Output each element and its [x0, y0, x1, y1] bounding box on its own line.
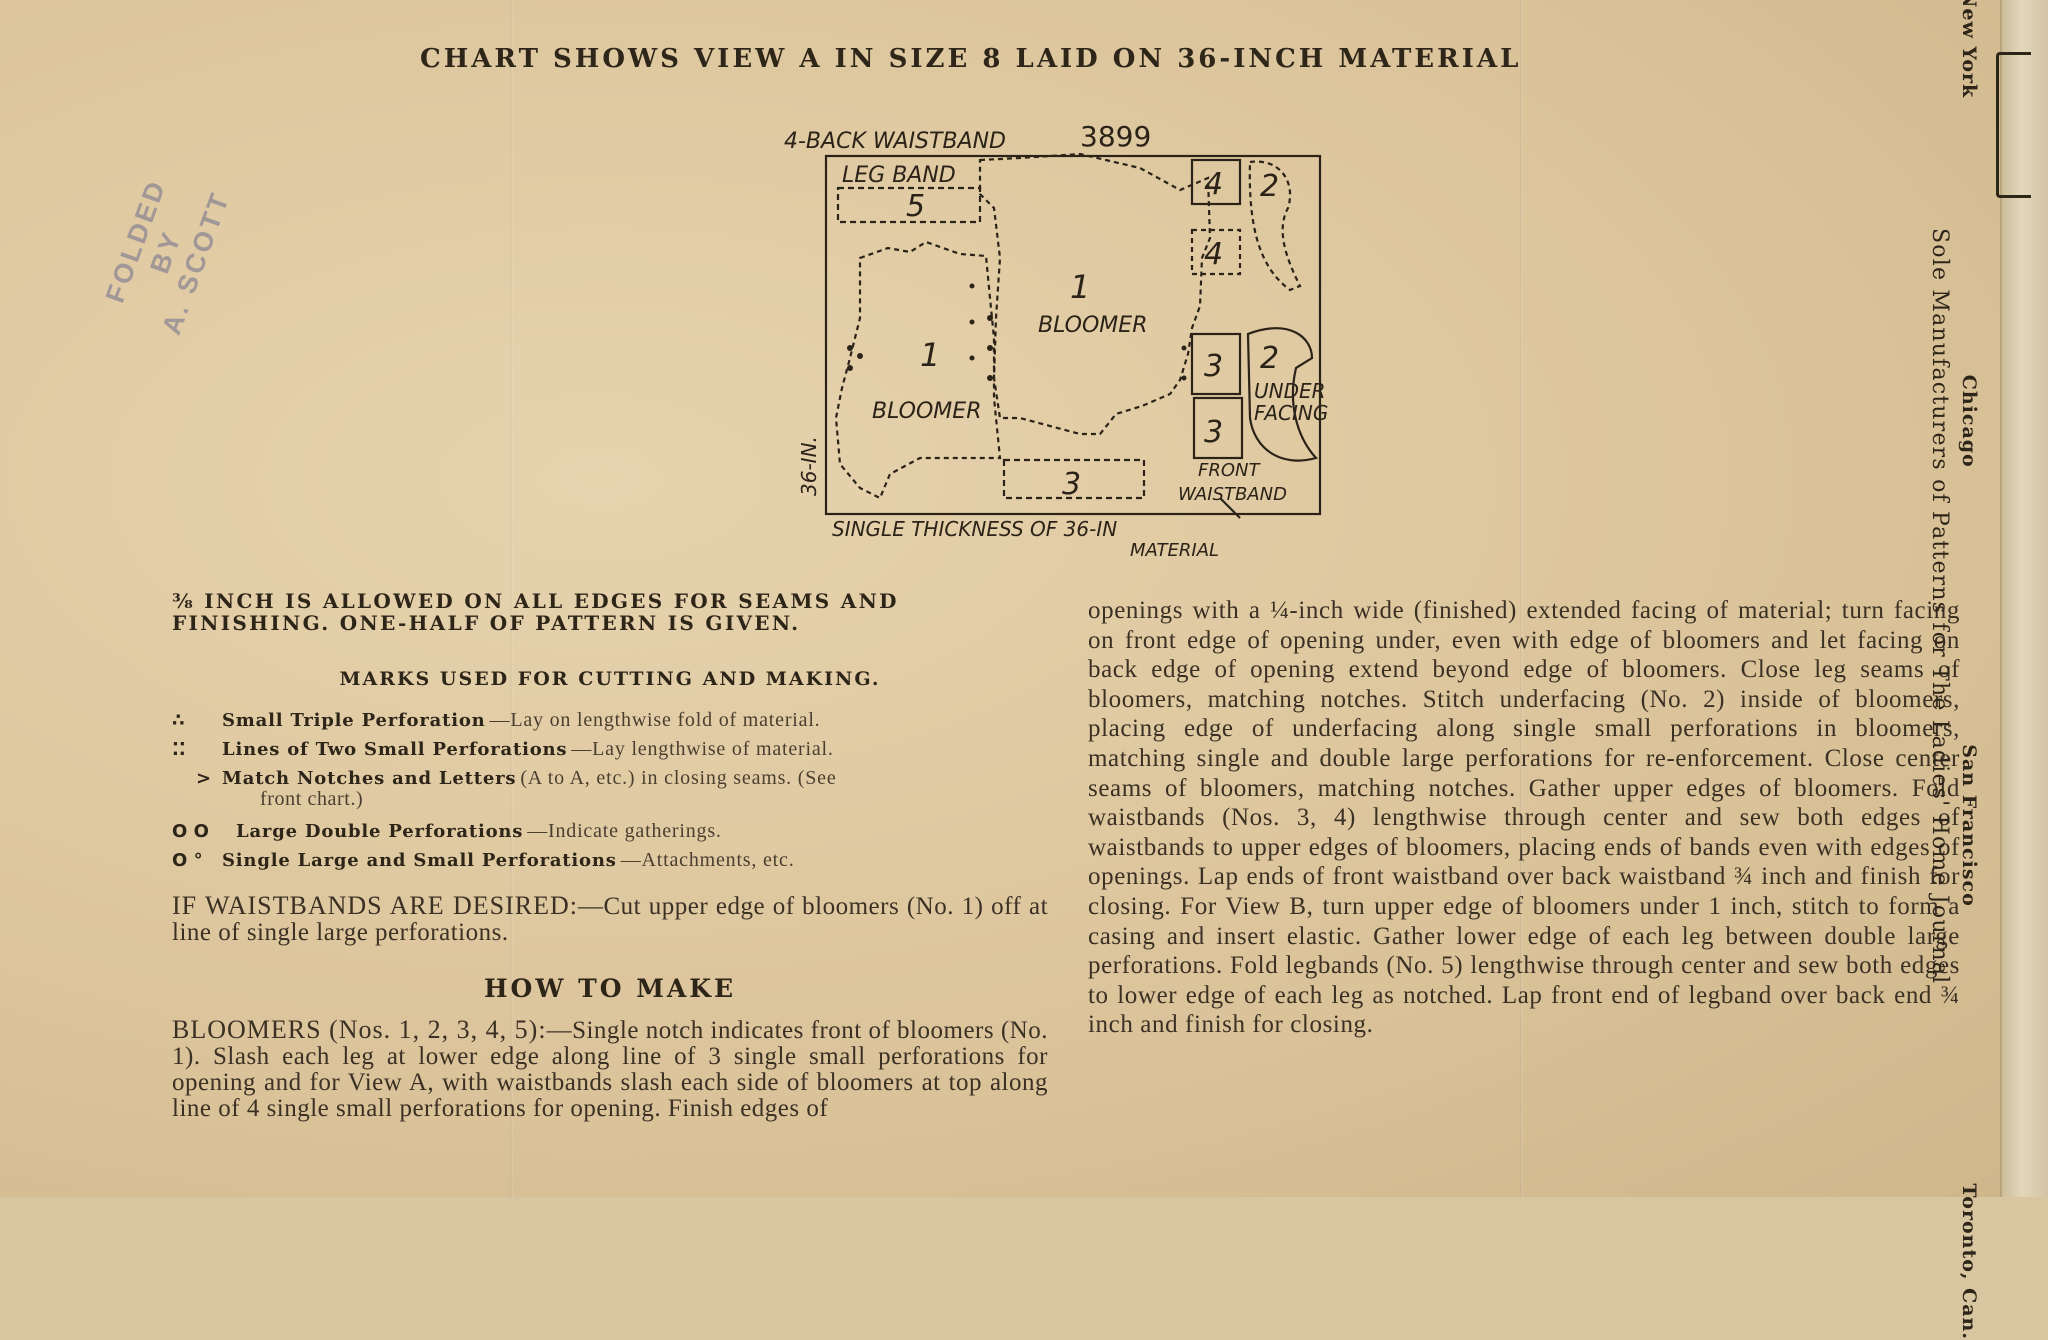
mark-name: Large Double Perforations [236, 821, 524, 842]
pattern-envelope-page [0, 0, 2000, 1197]
chart-piece-5: 5 [906, 189, 925, 224]
chart-waistband-label: WAISTBAND [1178, 484, 1287, 505]
mark-item: > Match Notches and Letters (A to A, etc… [172, 764, 1048, 793]
front-waistband-piece-b [1192, 396, 1244, 460]
mark-name: Single Large and Small Perforations [222, 850, 617, 871]
large-small-perforation-icon: O ° [172, 850, 203, 871]
marks-heading: MARKS USED FOR CUTTING AND MAKING. [339, 668, 881, 690]
waistbands-lead: IF WAISTBANDS ARE DESIRED: [172, 891, 578, 920]
chart-piece-2-top: 2 [1260, 169, 1279, 204]
cutting-layout-svg: 4-BACK WAISTBAND 3899 LEG BAND 5 1 BLOOM… [784, 120, 1328, 561]
publisher-cities: New York Chicago San Francisco Toronto, … [1958, 0, 1980, 1340]
mark-item: ∴ Small Triple Perforation —Lay on lengt… [172, 706, 1048, 735]
city-toronto: Toronto, Can. [1958, 1183, 1980, 1340]
corner-mark [1219, 497, 1241, 519]
material-outline [824, 154, 1322, 516]
edge-box-mark [1996, 52, 2031, 198]
mark-item: ⁚⁚ Lines of Two Small Perforations —Lay … [172, 735, 1048, 764]
bloomer-back-piece [978, 152, 1212, 436]
mark-name: Match Notches and Letters [222, 768, 517, 789]
double-perforation-lines-icon: ⁚⁚ [172, 739, 186, 760]
city-new-york: New York [1958, 0, 1980, 99]
chart-piece-1-back: 1 [1070, 268, 1090, 306]
waistband-piece-3-bottom [1002, 458, 1146, 500]
chart-piece-4-top: 4 [1204, 167, 1223, 202]
adjacent-page-edge [2000, 0, 2048, 1197]
triple-perforation-icon: ∴ [172, 710, 185, 731]
waistband-piece-4 [1190, 228, 1242, 276]
mark-name: Small Triple Perforation [222, 710, 486, 731]
chart-bloomer-front-label: BLOOMER [872, 399, 981, 424]
cutting-layout-chart: 4-BACK WAISTBAND 3899 LEG BAND 5 1 BLOOM… [780, 118, 1340, 561]
chart-pattern-number: 3899 [1080, 120, 1151, 153]
bloomer-front-piece [834, 240, 1002, 500]
large-double-perforation-icon: O O [172, 821, 209, 842]
right-column: openings with a ¼-inch wide (finished) e… [1088, 596, 1960, 1040]
chart-bottom-label: SINGLE THICKNESS OF 36-IN [832, 517, 1117, 541]
mark-desc: (A to A, etc.) in closing seams. (See [520, 767, 837, 789]
fold-line [510, 0, 513, 1197]
mark-desc: —Lay lengthwise of material. [571, 738, 834, 760]
how-to-make-heading: HOW TO MAKE [483, 974, 737, 1003]
front-waistband-piece-a [1190, 332, 1242, 396]
mark-desc: —Attachments, etc. [620, 849, 795, 871]
chart-side-label: 36-IN. [797, 436, 821, 496]
notch-arrow-icon: > [196, 768, 212, 789]
bloomers-paragraph: BLOOMERS (Nos. 1, 2, 3, 4, 5):—Single no… [172, 1017, 1048, 1122]
left-column: ⅜ INCH IS ALLOWED ON ALL EDGES FOR SEAMS… [172, 590, 1048, 1122]
chart-piece-3-b: 3 [1204, 415, 1223, 450]
mark-item: O ° Single Large and Small Perforations … [172, 846, 1048, 875]
chart-piece-3-bottom: 3 [1062, 467, 1081, 502]
instructions-continued: openings with a ¼-inch wide (finished) e… [1088, 597, 1960, 1039]
underfacing-piece-top [1248, 160, 1302, 292]
waistband-piece-4-top [1190, 158, 1242, 206]
chart-under-label: UNDER [1254, 379, 1326, 403]
chart-piece-3-a: 3 [1204, 349, 1223, 384]
publisher-line: Sole Manufacturers of Patterns for The L… [1927, 228, 1952, 985]
chart-front-label: FRONT [1198, 460, 1261, 481]
mark-name: Lines of Two Small Perforations [222, 739, 568, 760]
chart-facing-label: FACING [1254, 401, 1328, 425]
bloomers-lead: BLOOMERS (Nos. 1, 2, 3, 4, 5): [172, 1015, 547, 1044]
mark-desc: —Lay on lengthwise fold of material. [489, 709, 821, 731]
publisher-sidebar: New York Chicago San Francisco Toronto, … [1820, 0, 1980, 1340]
waistbands-text: —Cut upper edge of bloomers (No. 1) off … [172, 893, 1049, 946]
chart-piece-4: 4 [1204, 237, 1223, 272]
mark-continuation: front chart.) [260, 788, 364, 810]
page-title: CHART SHOWS VIEW A IN SIZE 8 LAID ON 36-… [420, 44, 1522, 74]
bloomers-text: —Single notch indicates front of bloomer… [172, 1017, 1048, 1122]
city-chicago: Chicago [1958, 374, 1980, 468]
chart-bottom-label-2: MATERIAL [1130, 540, 1219, 558]
underfacing-piece [1246, 327, 1319, 462]
chart-piece-2: 2 [1260, 341, 1279, 376]
chart-leg-band-label: LEG BAND [842, 163, 956, 188]
city-san-francisco: San Francisco [1958, 744, 1980, 907]
seam-allowance-note: ⅜ INCH IS ALLOWED ON ALL EDGES FOR SEAMS… [172, 589, 899, 635]
chart-back-waistband-label: 4-BACK WAISTBAND [784, 129, 1006, 154]
waistbands-paragraph: IF WAISTBANDS ARE DESIRED:—Cut upper edg… [172, 893, 1048, 946]
mark-item: O O Large Double Perforations —Indicate … [172, 817, 1048, 846]
mark-desc: —Indicate gatherings. [527, 820, 722, 842]
chart-bloomer-back-label: BLOOMER [1038, 313, 1147, 338]
leg-band-piece [836, 186, 982, 224]
chart-piece-1-front: 1 [920, 336, 940, 374]
fold-line [1520, 0, 1523, 1197]
